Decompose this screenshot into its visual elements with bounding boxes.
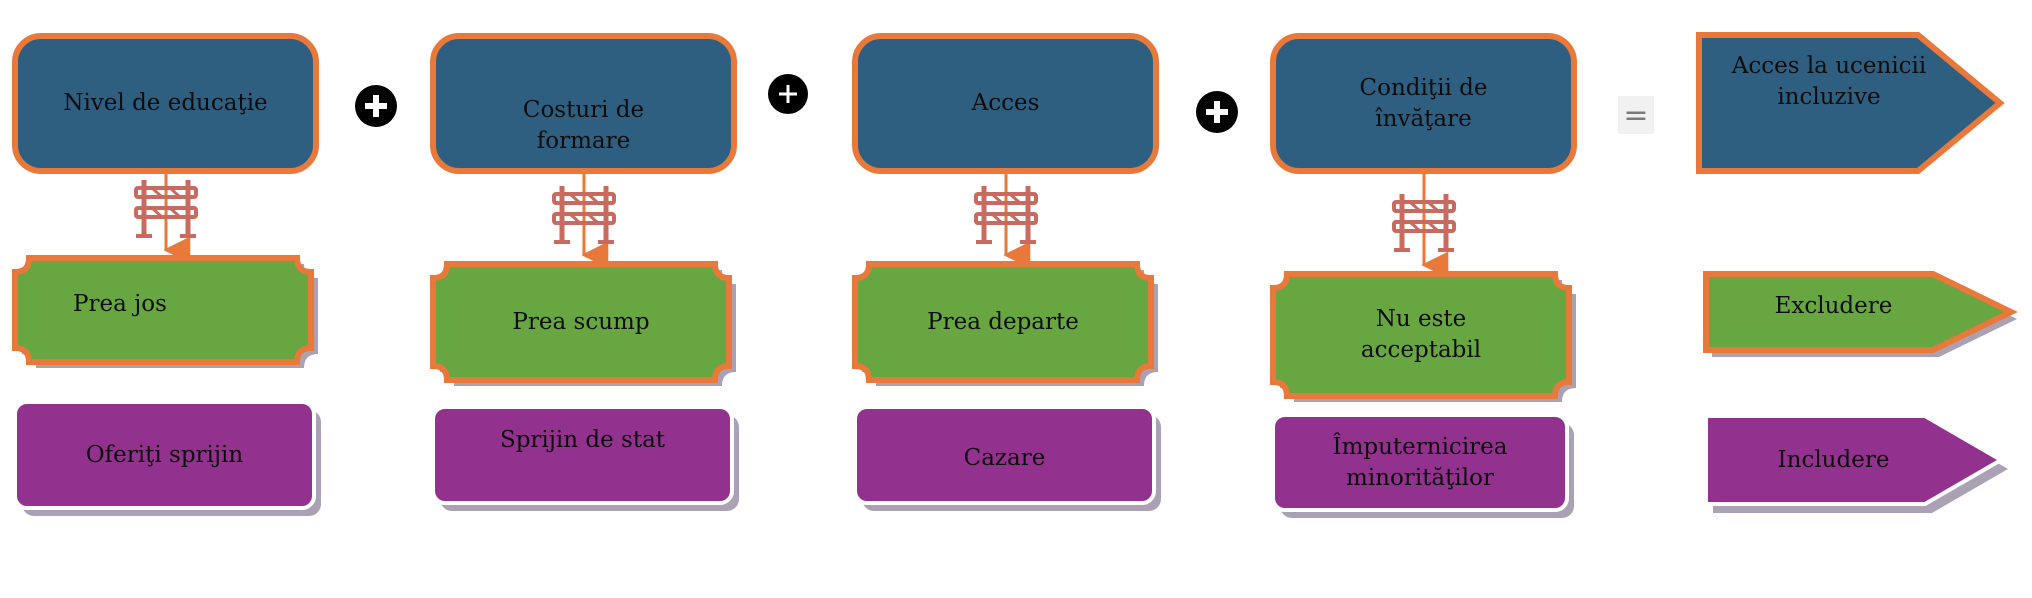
barrier-label-3: Prea departe <box>927 308 1079 335</box>
exclusion-label: Excludere <box>1774 292 1893 319</box>
column-3 <box>852 33 1161 511</box>
equals-sign: = <box>1618 96 1654 134</box>
barrier-label-4: Nu este acceptabil <box>1360 306 1482 363</box>
support-label-1: Oferiţi sprijin <box>85 441 244 468</box>
inclusion-label: Includere <box>1777 446 1890 473</box>
barrier-box-1 <box>12 255 314 365</box>
support-box-1 <box>13 400 316 510</box>
support-label-2: Sprijin de stat <box>499 426 666 453</box>
barrier-box-2 <box>430 261 732 383</box>
support-box-2 <box>431 405 734 505</box>
support-box-3 <box>853 405 1156 505</box>
column-1 <box>12 33 321 516</box>
plus-icon-3 <box>1196 91 1238 133</box>
factor-label-2: Costuri de formare <box>522 96 645 154</box>
factor-label-4: Condiţii de învăţare <box>1359 74 1488 132</box>
inclusion-arrow <box>1704 414 2008 513</box>
goal-arrow <box>1696 32 2005 174</box>
barrier-label-1: Prea jos <box>73 290 167 317</box>
factor-label-3: Acces <box>971 90 1040 116</box>
exclusion-arrow <box>1703 271 2018 357</box>
column-4 <box>1270 33 1577 518</box>
plus-icon-2 <box>768 74 808 114</box>
support-label-4: Împuternicirea minorităţilor <box>1332 433 1508 491</box>
support-label-3: Cazare <box>963 444 1046 471</box>
goal-label: Acces la ucenicii incluzive <box>1731 53 1927 110</box>
barrier-label-2: Prea scump <box>512 308 650 335</box>
barrier-box-3 <box>852 261 1154 383</box>
column-2 <box>430 33 739 511</box>
factor-label-1: Nivel de educaţie <box>63 90 268 116</box>
support-box-4 <box>1271 413 1569 512</box>
plus-icon-1 <box>355 85 397 127</box>
barrier-box-4 <box>1270 271 1572 399</box>
